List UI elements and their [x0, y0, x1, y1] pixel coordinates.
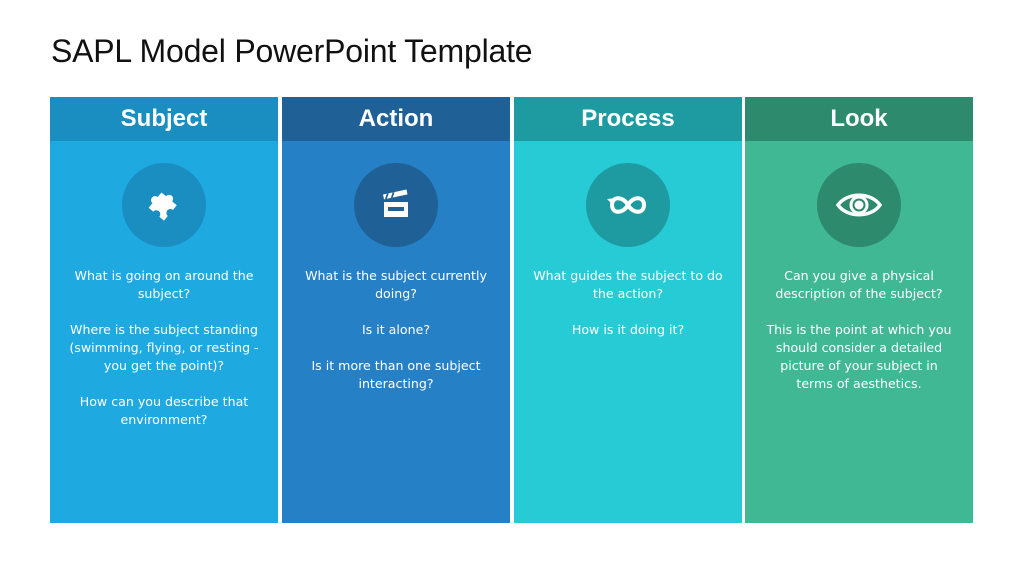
infinity-loop-icon — [603, 190, 653, 220]
column-look: Look Can you give a physical description… — [745, 97, 973, 523]
column-text-subject: What is going on around the subject? Whe… — [69, 267, 259, 429]
slide-title: SAPL Model PowerPoint Template — [51, 33, 533, 69]
icon-circle-process — [586, 163, 670, 247]
paragraph: What is the subject currently doing? — [305, 268, 487, 301]
column-text-action: What is the subject currently doing? Is … — [301, 267, 491, 393]
puzzle-piece-icon — [144, 185, 184, 225]
paragraph: What guides the subject to do the action… — [533, 268, 723, 301]
paragraph: Where is the subject standing (swimming,… — [69, 322, 259, 373]
paragraph: What is going on around the subject? — [74, 268, 254, 301]
paragraph: Is it alone? — [361, 322, 431, 337]
column-header-action: Action — [282, 97, 510, 141]
column-header-subject: Subject — [50, 97, 278, 141]
icon-circle-look — [817, 163, 901, 247]
paragraph: Can you give a physical description of t… — [775, 268, 943, 301]
icon-circle-subject — [122, 163, 206, 247]
icon-circle-action — [354, 163, 438, 247]
column-header-process: Process — [514, 97, 742, 141]
column-subject: Subject What is going on around the subj… — [50, 97, 278, 523]
column-text-process: What guides the subject to do the action… — [533, 267, 723, 339]
column-header-look: Look — [745, 97, 973, 141]
eye-icon — [835, 190, 883, 220]
column-text-look: Can you give a physical description of t… — [764, 267, 954, 393]
paragraph: Is it more than one subject interacting? — [311, 358, 481, 391]
paragraph: This is the point at which you should co… — [766, 322, 952, 391]
column-process: Process What guides the subject to do th… — [514, 97, 742, 523]
clapperboard-icon — [376, 185, 416, 225]
column-action: Action What is the subject currently doi… — [282, 97, 510, 523]
paragraph: How is it doing it? — [571, 322, 685, 337]
paragraph: How can you describe that environment? — [79, 394, 249, 427]
